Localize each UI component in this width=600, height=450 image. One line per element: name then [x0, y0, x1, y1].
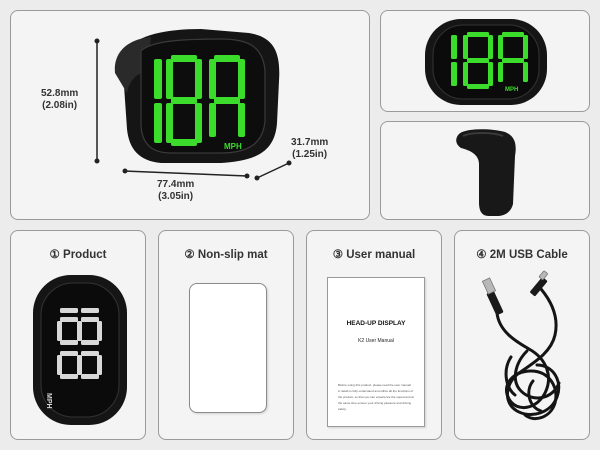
hud-device-angled-image: MPH [94, 29, 292, 181]
width-dimension: 77.4mm (3.05in) [157, 179, 195, 202]
accessory-title: ① Product [49, 249, 107, 261]
accessory-mat-panel: ② Non-slip mat [158, 230, 294, 440]
depth-dimension: 31.7mm (1.25in) [291, 137, 329, 160]
mph-label-product: MPH [45, 393, 52, 409]
accessory-title: ③ User manual [332, 249, 416, 261]
usb-cable-image [481, 270, 561, 420]
accessory-cable-panel: ④ 2M USB Cable [454, 230, 590, 440]
hud-side-view-image [456, 129, 516, 216]
front-view-panel: MPH [380, 10, 590, 112]
accessory-product-panel: ① Product MPH [10, 230, 146, 440]
accessory-title: ④ 2M USB Cable [476, 249, 568, 261]
manual-title: HEAD-UP DISPLAY [346, 320, 406, 327]
mph-label: MPH [224, 142, 242, 151]
user-manual-image: HEAD-UP DISPLAY K2 User Manual Before us… [327, 277, 425, 427]
accessory-title: ② Non-slip mat [184, 249, 268, 261]
manual-subtitle: K2 User Manual [358, 338, 394, 344]
height-dimension: 52.8mm (2.08in) [41, 88, 79, 111]
manual-body-text: Before using this product, please read t… [338, 383, 414, 411]
side-view-panel [380, 121, 590, 220]
non-slip-mat-image [189, 283, 267, 413]
accessory-manual-panel: ③ User manual HEAD-UP DISPLAY K2 User Ma… [306, 230, 442, 440]
dimensions-panel: MPH 52.8mm (2.08in) 77.4mm (3.05in) 31.7… [10, 10, 370, 220]
hud-front-view-image: MPH [425, 19, 547, 105]
hud-product-image: MPH [33, 275, 127, 425]
mph-label-front: MPH [505, 87, 518, 93]
